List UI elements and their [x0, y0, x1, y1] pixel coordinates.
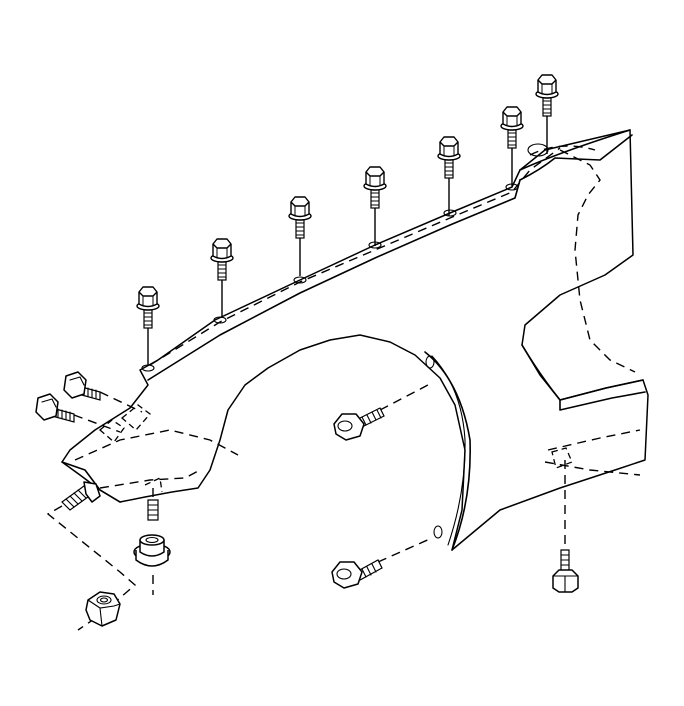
top-flange-edge	[147, 179, 521, 381]
top-bolt	[363, 166, 387, 246]
flange-nut-front	[133, 534, 171, 567]
hidden-flange-top	[149, 147, 561, 366]
rear-top-curl	[519, 129, 633, 181]
wheel-arch-lip-inner	[431, 355, 466, 546]
fender-outline	[61, 129, 649, 551]
front-lower-stud	[46, 481, 137, 631]
front-hidden-brackets	[98, 404, 573, 493]
front-lower-corner	[61, 461, 121, 503]
rear-lower-bolt	[552, 460, 579, 593]
hidden-rear-edge	[559, 149, 636, 373]
top-bolt	[437, 136, 461, 216]
top-bolt	[288, 196, 312, 276]
rear-lower-crease	[559, 391, 646, 411]
wheel-well-bolt-lower	[331, 537, 433, 589]
top-bolt	[136, 286, 160, 366]
wheel-well-hole-upper	[425, 355, 435, 369]
hidden-front-lower	[99, 469, 201, 489]
front-vertical-bolt	[147, 488, 159, 595]
fender-panel	[61, 129, 649, 551]
hidden-rear-inner	[529, 145, 596, 156]
loose-nut	[85, 591, 121, 627]
wheel-well-hole-lower	[433, 525, 443, 539]
hidden-rear-lower	[544, 461, 641, 476]
hidden-rear-lower-2	[547, 429, 641, 451]
top-bolt	[500, 106, 524, 186]
top-bolts	[136, 74, 559, 366]
wheel-well-bolt-upper	[333, 384, 429, 441]
front-bolt-lower	[35, 393, 121, 433]
front-bolt-upper	[63, 371, 143, 413]
top-bolt	[210, 238, 234, 318]
top-bolt	[535, 74, 559, 154]
hidden-front-bracket	[74, 429, 239, 461]
